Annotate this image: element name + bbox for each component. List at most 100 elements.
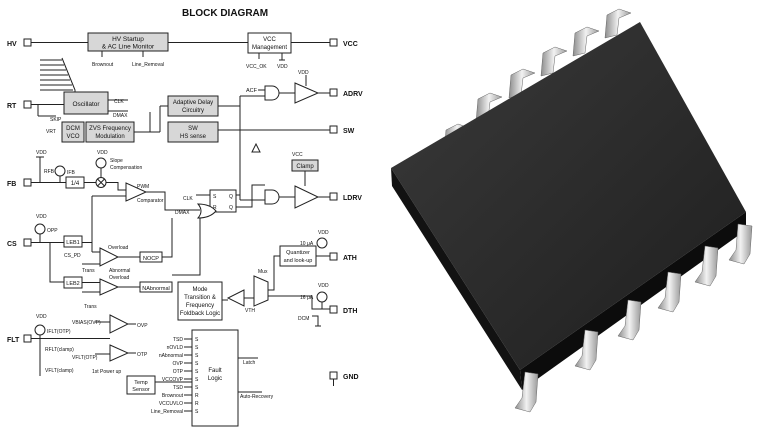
svg-text:Logic: Logic	[208, 376, 222, 382]
clk-label-osc: CLK	[114, 99, 124, 105]
vth-label: VTH	[245, 308, 255, 314]
svg-text:Q: Q	[229, 194, 233, 200]
svg-text:Q: Q	[229, 205, 233, 211]
pin-dth: DTH	[329, 305, 357, 315]
svg-text:DTH: DTH	[343, 308, 357, 315]
temp-sensor-block: Temp Sensor	[126, 375, 156, 395]
dmax-label-osc: DMAX	[113, 113, 128, 119]
fault-input-letter: S	[195, 353, 199, 359]
or-gate-latch	[196, 203, 217, 219]
leb1-block: LEB1	[63, 235, 83, 248]
iflt-label: IFLT(OTP)	[47, 329, 71, 335]
and-gate-low	[264, 189, 280, 205]
svg-text:1/4: 1/4	[71, 181, 80, 187]
trans-label-1: Trans	[82, 268, 95, 274]
svg-text:Modulation: Modulation	[95, 134, 124, 140]
pin-vcc: VCC	[329, 38, 358, 48]
abnormal-comparator	[99, 278, 120, 296]
dcm-vco-block: DCM VCO	[61, 121, 85, 143]
svg-text:ATH: ATH	[343, 255, 357, 262]
fault-input-letter: S	[195, 345, 199, 351]
svg-text:R: R	[213, 205, 217, 211]
zvs-modulation-block: ZVS Frequency Modulation	[85, 121, 135, 143]
pwm-label-2: Comparator	[137, 198, 164, 204]
ath-source	[316, 237, 328, 249]
dth-source	[316, 291, 328, 303]
svg-text:FB: FB	[7, 181, 16, 188]
vdd-label-dth: VDD	[318, 283, 329, 289]
svg-text:NOCP: NOCP	[143, 256, 159, 262]
svg-text:Fault: Fault	[208, 368, 222, 374]
svg-text:HV: HV	[7, 41, 17, 48]
mux-label: Mux	[258, 269, 268, 275]
svg-text:Oscillator: Oscillator	[72, 101, 100, 108]
pin-hv: HV	[7, 38, 32, 48]
svg-text:Mode: Mode	[192, 287, 208, 293]
fault-input-label: TSD	[173, 385, 183, 391]
opp-source	[34, 223, 46, 235]
slope-label-2: Compensation	[110, 165, 142, 171]
vflt-otp-label: VFLT(OTP)	[72, 355, 98, 361]
opp-label: OPP	[47, 228, 58, 234]
nocp-label-box: NOCP	[139, 251, 163, 263]
package-body	[391, 22, 746, 390]
svg-text:SW: SW	[188, 126, 198, 132]
svg-text:& AC Line Monitor: & AC Line Monitor	[102, 44, 155, 51]
svg-text:Clamp: Clamp	[296, 164, 314, 170]
pin-cs: CS	[7, 238, 32, 248]
svg-text:SW: SW	[343, 128, 355, 135]
vcc-label-clamp: VCC	[292, 152, 303, 158]
svg-text:ZVS Frequency: ZVS Frequency	[89, 126, 131, 132]
pin-ldrv: LDRV	[329, 192, 362, 202]
svg-text:VCO: VCO	[66, 134, 79, 140]
svg-text:VCC: VCC	[263, 37, 276, 43]
fault-input-label: Brownout	[162, 393, 184, 399]
oscillator-block: Oscillator	[63, 91, 109, 115]
pin-rt: RT	[7, 100, 32, 110]
dmax-label-latch: DMAX	[175, 210, 190, 216]
pin-fb: FB	[7, 178, 32, 188]
svg-text:RT: RT	[7, 103, 17, 110]
svg-text:HS sense: HS sense	[180, 134, 207, 140]
pin-flt: FLT	[7, 334, 32, 344]
fault-input-letter: S	[195, 409, 199, 415]
ifb-label: IFB	[67, 170, 75, 176]
latch-label: Latch	[243, 360, 255, 366]
svg-text:LEB2: LEB2	[66, 281, 79, 287]
pin-ath: ATH	[329, 252, 357, 262]
fault-input-letter: S	[195, 385, 199, 391]
line-removal-label: Line_Removal	[132, 62, 164, 68]
svg-text:Sensor: Sensor	[132, 387, 150, 393]
fault-input-label: TSD	[173, 337, 183, 343]
fault-input-letter: R	[195, 393, 199, 399]
auto-recovery-label: Auto-Recovery	[240, 394, 274, 400]
pwm-comparator	[125, 182, 148, 202]
hv-startup-block: HV Startup & AC Line Monitor	[87, 32, 169, 52]
first-power-label: 1st Power up	[92, 369, 121, 375]
fault-input-label: VCCOVP	[162, 377, 184, 383]
svg-text:NAbnormal: NAbnormal	[142, 286, 170, 292]
cs-pd-label: CS_PD	[64, 253, 81, 259]
svg-text:GND: GND	[343, 374, 359, 381]
slope-label-1: Slope	[110, 158, 123, 164]
fault-input-letter: S	[195, 361, 199, 367]
pin-gnd: GND	[329, 371, 359, 381]
package-bottom-leads	[514, 223, 753, 413]
fault-input-letter: S	[195, 369, 199, 375]
otp-comparator	[109, 344, 130, 362]
skip-label: SKIP	[50, 117, 62, 123]
summing-node	[95, 177, 107, 188]
nabnormal-label-box: NAbnormal	[139, 281, 173, 293]
sw-hs-sense-block: SW HS sense	[167, 121, 219, 143]
clamp-block: Clamp	[291, 159, 319, 172]
trans-label-2: Trans	[84, 304, 97, 310]
svg-text:LEB1: LEB1	[66, 240, 79, 246]
svg-text:Adaptive Delay: Adaptive Delay	[173, 100, 213, 106]
vflt-label: VFLT(clamp)	[45, 368, 74, 374]
inverter-mid	[251, 142, 261, 153]
overload-label: Overload	[108, 245, 129, 251]
vdd-label-slope: VDD	[97, 150, 108, 156]
